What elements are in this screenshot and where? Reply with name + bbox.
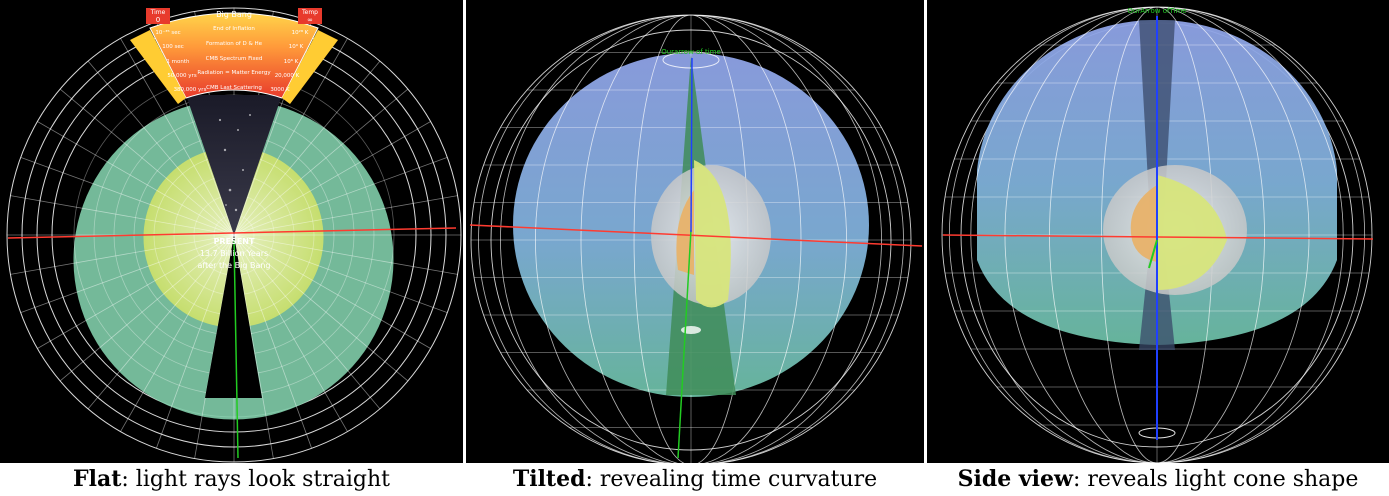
banner-left-header: Time [150, 9, 166, 16]
banner-row-temp: 10⁶ K [284, 58, 299, 65]
banner-row-temp: 10⁹ K [289, 43, 304, 50]
banner-title: Big Bang [216, 10, 252, 19]
banner-row-temp: 3000 K [270, 87, 290, 93]
banner-left-value: 0 [156, 16, 160, 24]
side-top-label: OurArrow ofTime [1127, 7, 1186, 15]
present-title: PRESENT [214, 237, 255, 246]
banner-right-header: Temp [301, 9, 318, 16]
light-cone-wedge [186, 95, 282, 235]
caption-text: : reveals light cone shape [1072, 467, 1359, 492]
tilted-green-axis [677, 229, 692, 459]
banner-row-temp: 20,000 K [275, 73, 300, 79]
flat-view-image: Big Bang Time 0 Temp ∞ End of Inflation … [0, 0, 463, 463]
flat-view-svg: Big Bang Time 0 Temp ∞ End of Inflation … [6, 7, 462, 463]
big-bang-banner: Big Bang Time 0 Temp ∞ End of Inflation … [130, 8, 338, 104]
side-view-image: OurArrow ofTime [927, 0, 1389, 463]
banner-row-label: CMB Last Scattering [206, 85, 262, 91]
banner-row-label: Formation of D & He [206, 41, 263, 47]
side-yellow-core [1157, 175, 1227, 290]
present-line2: after the Big Bang [197, 261, 270, 270]
caption-text: : revealing time curvature [585, 467, 878, 492]
banner-row-time: 1 month [166, 59, 190, 65]
red-axis [7, 227, 457, 239]
tilted-view-image: Ourarrow of time [466, 0, 924, 463]
panel-side: OurArrow ofTime Side view: reveals light… [927, 0, 1389, 496]
tilted-blue-axis [690, 57, 693, 233]
caption-title: Flat [72, 466, 122, 492]
green-axis [233, 239, 239, 459]
caption-tilted: Tilted: revealing time curvature [466, 463, 924, 496]
panel-flat: Big Bang Time 0 Temp ∞ End of Inflation … [0, 0, 463, 496]
caption-text: : light rays look straight [121, 467, 391, 492]
banner-row-time: 10⁻³⁵ sec [155, 29, 180, 36]
caption-title: Tilted [512, 466, 586, 492]
tilted-yellow-core [694, 160, 731, 308]
side-view-svg: OurArrow ofTime [941, 6, 1374, 463]
panel-tilted: Ourarrow of time Tilted: revealing time … [466, 0, 924, 496]
side-orange-core [1130, 185, 1157, 262]
banner-row-time: 100 sec [162, 44, 184, 50]
caption-side: Side view: reveals light cone shape [927, 463, 1389, 496]
divider [924, 0, 927, 496]
banner-row-temp: 10²⁸ K [292, 29, 309, 36]
banner-row-label: Radiation = Matter Energy [197, 70, 271, 76]
tilted-red-axis [469, 224, 923, 247]
banner-right-value: ∞ [307, 16, 313, 24]
banner-row-time: 380,000 yrs [174, 87, 207, 93]
caption-title: Side view [957, 466, 1073, 492]
present-line1: 13.7 Billion Years [200, 249, 268, 258]
side-green-axis [1148, 239, 1158, 269]
caption-flat: Flat: light rays look straight [0, 463, 463, 496]
banner-row-label: End of Inflation [213, 26, 255, 32]
banner-row-time: 50,000 yrs [167, 73, 197, 79]
banner-row-label: CMB Spectrum Fixed [206, 56, 263, 62]
lower-wedge [205, 235, 262, 398]
divider [463, 0, 466, 496]
tilted-top-label: Ourarrow of time [661, 48, 721, 56]
tilted-outer-grid [470, 14, 912, 463]
tilted-view-svg: Ourarrow of time [469, 14, 923, 463]
